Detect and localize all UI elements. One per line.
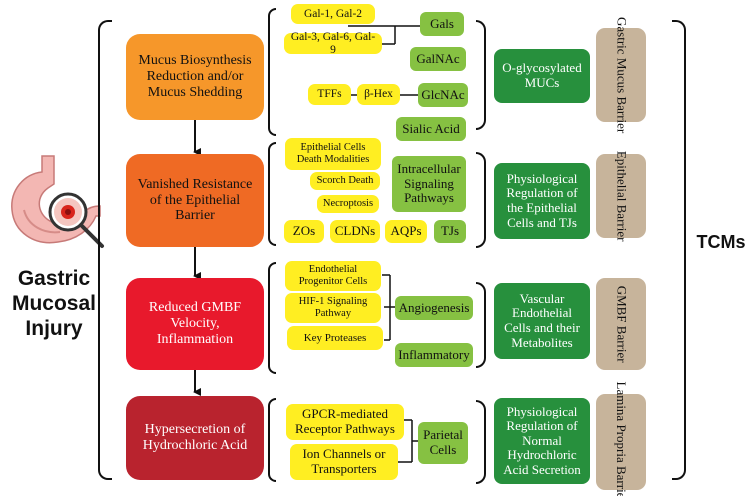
factor-tffs: TFFs	[308, 84, 351, 105]
row1-right-bracket	[476, 20, 486, 130]
barrier-gmbf: GMBF Barrier	[596, 278, 646, 370]
factor-necroptosis: Necroptosis	[317, 195, 379, 213]
cause-gmbf: Reduced GMBF Velocity, Inflammation	[126, 278, 264, 370]
cause-hcl: Hypersecretion of Hydrochloric Acid	[126, 396, 264, 480]
barrier-gastric-mucus: Gastric Mucus Barrier	[596, 17, 646, 133]
group-tjs: TJs	[434, 220, 466, 243]
group-glcnac: GlcNAc	[418, 83, 468, 107]
row4-left-bracket	[268, 398, 276, 482]
cause-mucus: Mucus Biosynthesis Reduction and/or Mucu…	[126, 34, 264, 120]
row2-left-bracket	[268, 142, 276, 246]
group-galnac: GalNAc	[410, 47, 466, 71]
factor-endothelial-progenitor: Endothelial Progenitor Cells	[285, 261, 381, 291]
row3-left-bracket	[268, 262, 276, 374]
group-inflammatory: Inflammatory	[395, 343, 473, 367]
factor-gpcr-pathways: GPCR-mediated Receptor Pathways	[286, 404, 404, 440]
factor-gal-3-6-9: Gal-3, Gal-6, Gal-9	[284, 31, 382, 56]
group-gals: Gals	[420, 12, 464, 36]
outer-right-bracket	[672, 20, 686, 480]
factor-beta-hex: β-Hex	[357, 84, 400, 105]
barrier-lamina-propria: Lamina Propria Barrier	[596, 381, 646, 496]
group-intracellular-signaling: Intracellular Signaling Pathways	[392, 156, 466, 212]
factor-hif-1: HIF-1 Signaling Pathway	[285, 293, 381, 323]
factor-scorch-death: Scorch Death	[310, 172, 380, 190]
tcm-label: TCMs	[696, 232, 746, 252]
row1-left-bracket	[268, 8, 276, 136]
mechanism-o-glycosylated-mucs: O-glycosylated MUCs	[494, 49, 590, 103]
main-label: Gastric Mucosal Injury	[11, 267, 97, 341]
mechanism-hcl-regulation: Physiological Regulation of Normal Hydro…	[494, 398, 590, 484]
group-angiogenesis: Angiogenesis	[395, 296, 473, 320]
factor-cldns: CLDNs	[330, 220, 380, 243]
factor-death-modalities: Epithelial Cells Death Modalities	[285, 138, 381, 170]
row3-right-bracket	[476, 282, 486, 368]
factor-aqps: AQPs	[385, 220, 427, 243]
mechanism-epithelial-regulation: Physiological Regulation of the Epitheli…	[494, 163, 590, 239]
row4-right-bracket	[476, 400, 486, 484]
barrier-epithelial: Epithelial Barrier	[596, 151, 646, 241]
group-sialic-acid: Sialic Acid	[396, 117, 466, 141]
group-parietal-cells: Parietal Cells	[418, 422, 468, 464]
mechanism-vascular-endothelial: Vascular Endothelial Cells and their Met…	[494, 283, 590, 359]
cause-epithelial: Vanished Resistance of the Epithelial Ba…	[126, 154, 264, 247]
row2-right-bracket	[476, 152, 486, 248]
factor-ion-channels: Ion Channels or Transporters	[290, 444, 398, 480]
factor-gal-1-2: Gal-1, Gal-2	[291, 4, 375, 24]
outer-left-bracket	[98, 20, 112, 480]
factor-zos: ZOs	[284, 220, 324, 243]
factor-key-proteases: Key Proteases	[287, 326, 383, 350]
